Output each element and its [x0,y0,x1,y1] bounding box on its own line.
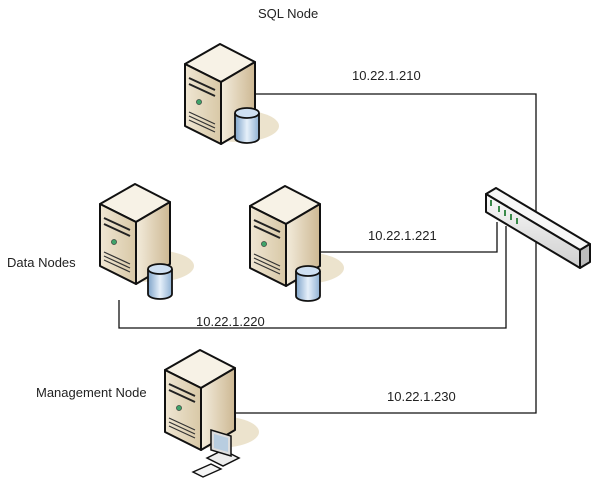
ip-label-management-node: 10.22.1.230 [387,389,456,404]
data-nodes-label: Data Nodes [7,255,76,270]
link-sql-node [240,93,537,214]
links [118,93,537,414]
sql-node-label: SQL Node [258,6,319,21]
ip-label-data-node-1: 10.22.1.220 [196,314,265,329]
ip-label-sql-node: 10.22.1.210 [352,68,421,83]
ip-label-data-node-2: 10.22.1.221 [368,228,437,243]
management-node-label: Management Node [36,385,147,400]
network-switch-icon [485,187,591,269]
data-node-2-server-icon [249,185,345,302]
management-node-server-icon [164,349,260,478]
link-management-node [205,236,537,414]
link-data-node-2 [290,222,498,253]
database-icon [295,265,321,302]
data-node-1-server-icon [99,183,195,300]
database-icon [147,263,173,300]
database-icon [234,107,260,144]
desktop-computer-icon [191,428,241,478]
link-data-node-1 [118,226,507,329]
